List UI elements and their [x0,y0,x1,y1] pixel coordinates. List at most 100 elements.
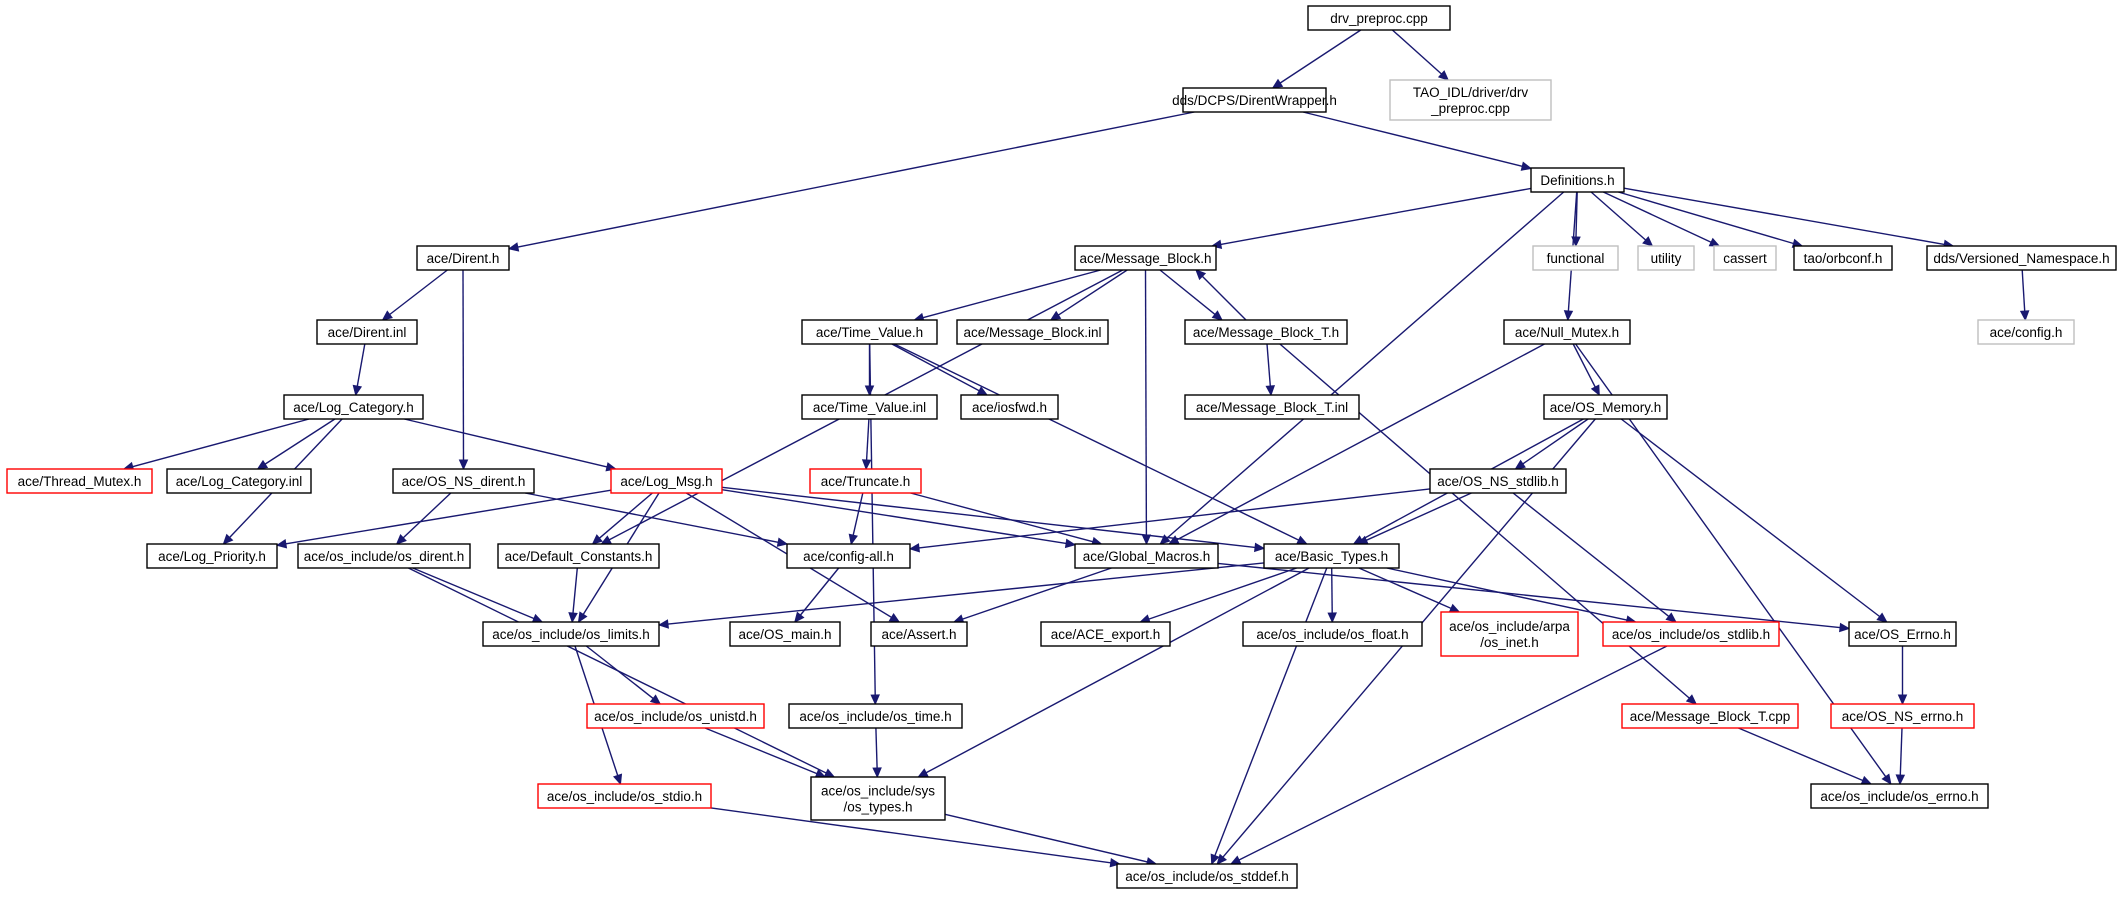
node-oserrno[interactable]: ace/OS_Errno.h [1848,621,1957,647]
node-threadmutex[interactable]: ace/Thread_Mutex.h [6,468,153,494]
node-box [1530,167,1625,193]
node-label: ace/ACE_export.h [1051,627,1161,642]
node-oslimits[interactable]: ace/os_include/os_limits.h [482,621,660,647]
node-box [788,703,963,729]
arrowhead [776,537,789,547]
node-dirwrap[interactable]: dds/DCPS/DirentWrapper.h [1172,87,1337,113]
node-label: ace/Message_Block_T.inl [1196,400,1348,415]
node-osinet[interactable]: ace/os_include/arpa/os_inet.h [1440,611,1579,657]
arrowhead [1049,310,1062,321]
node-osstddef[interactable]: ace/os_include/os_stddef.h [1116,863,1298,889]
arrowhead [1265,385,1276,397]
node-label: ace/os_include/os_unistd.h [594,709,757,724]
edge-logmsg-to-globalmacros [721,489,1067,545]
edge-msgblockT-to-msgblockTinl [1266,343,1271,387]
node-osnsstdlib[interactable]: ace/OS_NS_stdlib.h [1429,468,1567,494]
arrowhead [1590,384,1600,397]
node-msgblockTinl[interactable]: ace/Message_Block_T.inl [1184,394,1360,420]
node-osmemory[interactable]: ace/OS_Memory.h [1543,394,1668,420]
node-osstdio[interactable]: ace/os_include/os_stdio.h [537,783,712,809]
node-globalmacros[interactable]: ace/Global_Macros.h [1074,543,1219,569]
arrowhead [256,459,269,470]
node-dirent[interactable]: ace/Dirent.h [416,245,510,271]
node-aceexport[interactable]: ace/ACE_export.h [1040,621,1171,647]
node-box [1040,621,1171,647]
node-versns[interactable]: dds/Versioned_Namespace.h [1926,245,2117,271]
edge-root-to-taoidl [1391,29,1442,75]
edge-osmemory-to-osnsstdlib [1522,418,1589,465]
arrowhead [861,459,872,471]
node-osnsdirent[interactable]: ace/OS_NS_dirent.h [392,468,535,494]
arrowhead [591,534,603,545]
node-label: dds/DCPS/DirentWrapper.h [1172,93,1337,108]
arrowhead [1195,269,1207,281]
node-label: cassert [1723,251,1767,266]
node-root[interactable]: drv_preproc.cpp [1307,5,1451,31]
arrowhead [1897,694,1908,706]
arrowhead [1881,773,1892,786]
node-logprio[interactable]: ace/Log_Priority.h [146,543,278,569]
node-box [870,621,968,647]
node-msgblockinl[interactable]: ace/Message_Block.inl [956,319,1109,345]
edge-osnsstdlib-to-osstdlib [1512,492,1670,617]
node-osnserrno[interactable]: ace/OS_NS_errno.h [1830,703,1975,729]
node-label: ace/os_include/os_errno.h [1820,789,1978,804]
node-nullmutex[interactable]: ace/Null_Mutex.h [1503,319,1631,345]
node-msgblock[interactable]: ace/Message_Block.h [1074,245,1217,271]
node-msgblockT[interactable]: ace/Message_Block_T.h [1184,319,1348,345]
node-timevalinl[interactable]: ace/Time_Value.inl [801,394,938,420]
node-oserrnoh[interactable]: ace/os_include/os_errno.h [1810,783,1989,809]
edge-osdirent-to-oslimits [412,567,535,620]
edge-oslimits-to-osunistd [585,645,654,699]
node-basictypes[interactable]: ace/Basic_Types.h [1263,543,1400,569]
node-label: ace/Default_Constants.h [505,549,653,564]
node-defconst[interactable]: ace/Default_Constants.h [497,543,660,569]
node-label: ace/OS_main.h [738,627,831,642]
node-label: ace/Thread_Mutex.h [18,474,142,489]
edge-dirent-to-direntinl [389,269,448,316]
node-msgblockTcpp[interactable]: ace/Message_Block_T.cpp [1621,703,1799,729]
node-functional: functional [1532,245,1619,271]
node-defs[interactable]: Definitions.h [1530,167,1625,193]
edge-timeval-to-iosfwd [891,343,980,392]
arrowhead [888,612,901,623]
arrowhead [1211,310,1223,321]
node-label: ace/Truncate.h [821,474,911,489]
node-osfloat[interactable]: ace/os_include/os_float.h [1242,621,1423,647]
node-osstdlib[interactable]: ace/os_include/os_stdlib.h [1602,621,1780,647]
node-orbconf[interactable]: tao/orbconf.h [1793,245,1893,271]
node-timeval[interactable]: ace/Time_Value.h [801,319,938,345]
node-aceassert[interactable]: ace/Assert.h [870,621,968,647]
node-label: ace/Dirent.h [427,251,500,266]
node-logcatinl[interactable]: ace/Log_Category.inl [166,468,312,494]
node-label: ace/iosfwd.h [972,400,1047,415]
node-box [1184,319,1348,345]
node-label: ace/os_include/os_dirent.h [304,549,465,564]
node-truncate[interactable]: ace/Truncate.h [809,468,922,494]
edge-msgblock-to-timeval [922,269,1101,319]
node-osdirent[interactable]: ace/os_include/os_dirent.h [297,543,471,569]
node-label: TAO_IDL/driver/drv [1413,85,1529,100]
edge-direntinl-to-logcat [356,343,366,387]
node-ostime[interactable]: ace/os_include/os_time.h [788,703,963,729]
arrowhead [649,694,662,705]
arrowhead [507,242,520,252]
node-box [1532,245,1619,271]
node-osunistd[interactable]: ace/os_include/os_unistd.h [586,703,765,729]
edge-timevalinl-to-truncate [865,418,870,461]
node-box [1830,703,1975,729]
node-logcat[interactable]: ace/Log_Category.h [283,394,424,420]
node-label: ace/Log_Msg.h [620,474,712,489]
node-logmsg[interactable]: ace/Log_Msg.h [610,468,723,494]
node-osmain[interactable]: ace/OS_main.h [729,621,841,647]
edge-ostime-to-systypes [875,727,878,769]
node-configall[interactable]: ace/config-all.h [786,543,911,569]
node-label: ace/Message_Block.h [1079,251,1211,266]
edge-logcat-to-logcatinl [264,418,336,465]
edge-defs-to-orbconf [1618,191,1794,245]
node-direntinl[interactable]: ace/Dirent.inl [316,319,418,345]
node-label: ace/os_include/os_limits.h [492,627,650,642]
node-iosfwd[interactable]: ace/iosfwd.h [960,394,1059,420]
arrowhead [1685,694,1698,705]
node-systypes[interactable]: ace/os_include/sys/os_types.h [810,776,946,821]
